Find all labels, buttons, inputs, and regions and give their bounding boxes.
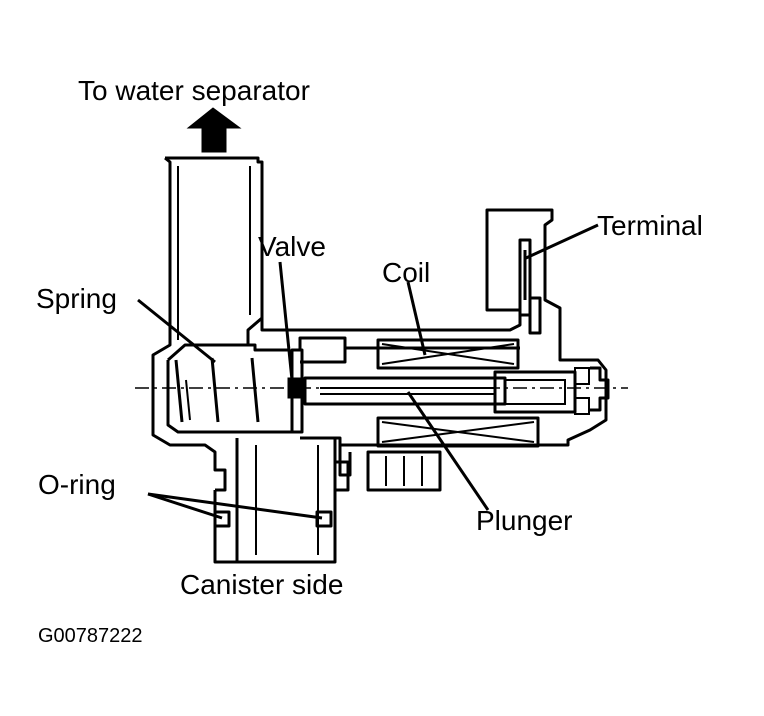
outlet-tube bbox=[151, 156, 264, 492]
label-o-ring: O-ring bbox=[38, 469, 116, 500]
label-coil: Coil bbox=[382, 257, 430, 288]
spring-chamber bbox=[166, 343, 300, 434]
canister-fitting bbox=[213, 438, 350, 564]
base-ribs bbox=[338, 445, 442, 492]
label-valve: Valve bbox=[258, 231, 326, 262]
o-ring-left bbox=[213, 510, 231, 528]
label-terminal: Terminal bbox=[597, 210, 703, 241]
terminal bbox=[518, 238, 542, 335]
plunger bbox=[303, 370, 577, 414]
o-ring-right bbox=[315, 510, 333, 528]
coil bbox=[376, 338, 540, 448]
label-plunger: Plunger bbox=[476, 505, 573, 536]
outlet-arrow bbox=[186, 107, 242, 153]
label-canister-side: Canister side bbox=[180, 569, 343, 600]
label-to-water-separator: To water separator bbox=[78, 75, 310, 106]
figure-code: G00787222 bbox=[38, 625, 143, 647]
label-spring: Spring bbox=[36, 283, 117, 314]
leader-lines bbox=[137, 223, 599, 520]
